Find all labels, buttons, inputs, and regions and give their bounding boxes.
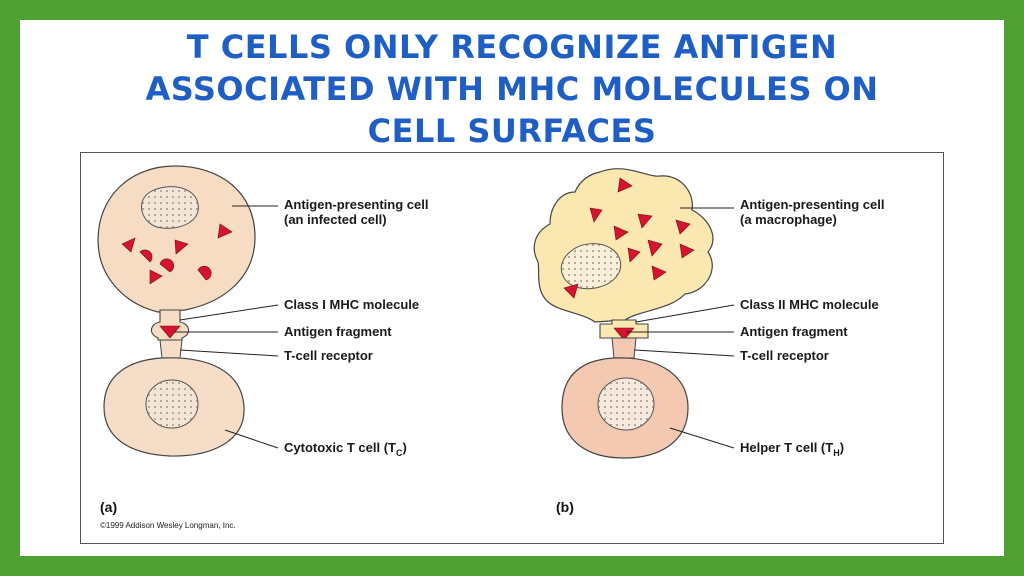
leader-line [635,304,735,323]
receptor-label-a: T-cell receptor [284,348,373,363]
panel-a: Antigen-presenting cell (an infected cel… [97,165,428,530]
antigen-fragment-b [613,327,635,341]
antigen-triangle [627,247,641,263]
copyright-notice: ©1999 Addison Wesley Longman, Inc. [100,521,236,530]
antigen-group-b [563,177,695,299]
antigen-triangle [217,223,233,239]
leader-line [633,349,735,357]
leader-line [224,429,279,449]
t-cell-receptor-a [159,339,183,359]
antigen-triangle [651,265,667,281]
fragment-label-b: Antigen fragment [740,324,848,339]
t-cell-chromatin-b [598,378,654,430]
antigen-triangle [149,269,163,285]
panel-b-letter: (b) [556,499,574,515]
antigen-wedge [197,265,212,281]
antigen-wedge [139,249,153,263]
antigen-triangle [174,239,189,255]
receptor-label-b: T-cell receptor [740,348,829,363]
leader-line [669,427,735,449]
t-cell-receptor-b [611,337,637,359]
antigen-triangle [617,177,633,193]
mhc-label-a: Class I MHC molecule [284,297,419,312]
antigen-triangle [675,219,691,235]
leader-line [179,304,279,321]
antigen-triangle [613,225,629,241]
t-cell-chromatin-a [146,380,198,428]
macrophage-chromatin [561,243,621,289]
tcell-label-b: Helper T cell (TH) [740,440,844,458]
panel-a-letter: (a) [100,499,117,515]
antigen-triangle [637,213,653,229]
apc-sublabel-b: (a macrophage) [740,212,837,227]
title-line-2: ASSOCIATED WITH MHC MOLECULES ON [145,70,879,108]
antigen-triangle [647,239,663,257]
antigen-wedge [159,258,175,273]
tcell-label-a: Cytotoxic T cell (TC) [284,440,407,458]
nucleus-chromatin [141,186,199,229]
mhc-label-b: Class II MHC molecule [740,297,879,312]
fragment-label-a: Antigen fragment [284,324,392,339]
title-line-3: CELL SURFACES [367,112,657,150]
antigen-triangle [121,237,136,253]
slide-title: T CELLS ONLY RECOGNIZE ANTIGEN ASSOCIATE… [60,26,964,152]
mhc-diagram: Antigen-presenting cell (an infected cel… [80,152,944,544]
antigen-triangle [589,207,603,223]
antigen-triangle [679,243,695,259]
apc-sublabel-a: (an infected cell) [284,212,387,227]
apc-label-b: Antigen-presenting cell [740,197,884,212]
antigen-group-a [121,223,233,285]
leader-line [179,349,279,357]
antigen-triangle [563,283,579,299]
apc-label-a: Antigen-presenting cell [284,197,428,212]
panel-b: Antigen-presenting cell (a macrophage) C… [533,168,884,515]
title-line-1: T CELLS ONLY RECOGNIZE ANTIGEN [186,28,838,66]
